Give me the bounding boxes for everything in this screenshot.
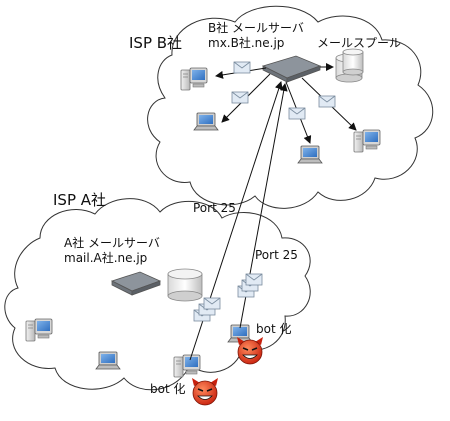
isp-a-server-name: A社 メールサーバ bbox=[64, 236, 160, 250]
isp-b-desktop-icon bbox=[353, 129, 381, 153]
bot-face-icon bbox=[237, 337, 263, 365]
bot-label-upper: bot 化 bbox=[256, 322, 292, 336]
mail-spool-icon bbox=[335, 48, 364, 83]
isp-b-laptop-icon bbox=[297, 145, 323, 164]
bot-label-lower: bot 化 bbox=[150, 382, 186, 396]
isp-a-mail-server-icon bbox=[110, 268, 203, 302]
isp-b-mail-server-icon bbox=[261, 55, 322, 83]
isp-b-server-name: B社 メールサーバ bbox=[208, 21, 304, 35]
isp-a-cloud bbox=[4, 198, 311, 391]
isp-b-title: ISP B社 bbox=[129, 34, 183, 52]
bot-face-icon bbox=[192, 378, 218, 406]
isp-a-desktop-icon bbox=[25, 318, 53, 342]
isp-b-server-host: mx.B社.ne.jp bbox=[208, 36, 285, 50]
mail-spool-label: メールスプール bbox=[317, 36, 402, 50]
port-25-label-right: Port 25 bbox=[255, 248, 298, 262]
isp-b-desktop-icon bbox=[180, 67, 208, 91]
port-25-label-left: Port 25 bbox=[193, 201, 236, 215]
isp-a-laptop-icon bbox=[95, 351, 121, 370]
isp-a-title: ISP A社 bbox=[53, 191, 107, 209]
bot-infected-desktop-icon bbox=[173, 354, 201, 378]
isp-b-laptop-icon bbox=[193, 112, 219, 131]
isp-a-server-host: mail.A社.ne.jp bbox=[64, 251, 148, 265]
